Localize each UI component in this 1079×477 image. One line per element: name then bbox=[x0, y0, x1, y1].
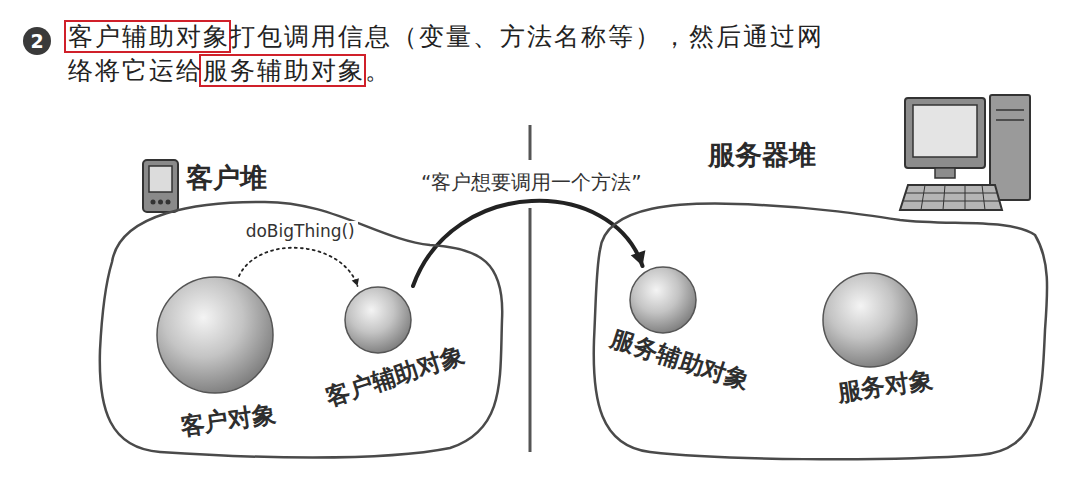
object-ball-circle bbox=[157, 277, 273, 393]
heading-text: 客户辅助对象打包调用信息（变量、方法名称等），然后通过网络将它运给服务辅助对象。 bbox=[68, 20, 834, 88]
object-circle: 服务辅助对象 bbox=[605, 266, 755, 378]
object-circle: 客户对象 bbox=[154, 276, 279, 438]
heap-outline-path bbox=[594, 203, 1047, 459]
computer-icon bbox=[900, 95, 1030, 210]
network-arrow bbox=[413, 201, 643, 286]
object-label: 客户对象 bbox=[178, 399, 277, 441]
heap-region: 服务器堆服务辅助对象服务对象 bbox=[585, 125, 1050, 465]
object-ball-circle bbox=[630, 267, 696, 333]
edge-label: “客户想要调用一个方法” bbox=[418, 170, 645, 194]
object-ball-circle bbox=[823, 273, 917, 367]
arrow-head bbox=[352, 278, 359, 286]
object-ball-circle bbox=[345, 287, 411, 353]
pda-icon bbox=[143, 160, 178, 212]
object-label: 服务对象 bbox=[835, 365, 934, 407]
dotted-call-arc bbox=[239, 248, 358, 286]
object-circle: 客户辅助对象 bbox=[320, 286, 470, 394]
object-label: 服务辅助对象 bbox=[607, 324, 753, 396]
object-label: 客户辅助对象 bbox=[322, 340, 468, 412]
arrow-head bbox=[631, 250, 646, 266]
heap-heading: 客户堆 bbox=[186, 162, 267, 194]
heap-outline-path bbox=[100, 202, 502, 458]
callout-number: 2 bbox=[23, 27, 51, 55]
object-circle: 服务对象 bbox=[820, 272, 936, 404]
edge-label: doBigThing() bbox=[243, 221, 358, 241]
heap-region: 客户堆客户对象 客户辅助对象 bbox=[95, 150, 510, 465]
heap-heading: 服务器堆 bbox=[708, 139, 816, 171]
heap-outline bbox=[95, 150, 510, 465]
